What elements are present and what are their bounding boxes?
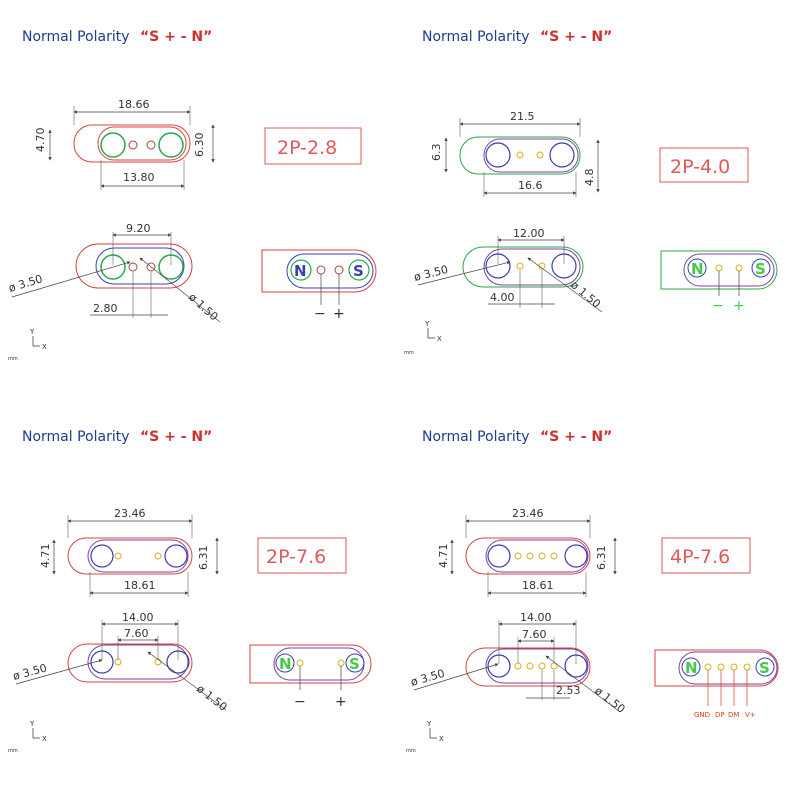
svg-text:X: X [42, 735, 47, 743]
dim-height2: 6.31 [595, 546, 608, 571]
panel-4p-7-6: Normal Polarity “S + - N” 23.46 4.71 6.3… [406, 429, 779, 754]
pin-view: N S − + [249, 644, 372, 710]
dim-height: 4.71 [437, 544, 450, 569]
dim-span2: 7.60 [124, 627, 149, 640]
panel-heading: Normal Polarity “S + - N” [422, 429, 612, 445]
dim-height: 4.70 [34, 128, 47, 153]
panel-2p-4-0: Normal Polarity “S + - N” 21.5 6.3 4.8 1… [404, 29, 778, 356]
dim-big-dia: ø 3.50 [7, 272, 44, 295]
dim-inner: 18.61 [124, 579, 156, 592]
pin-n-icon: N [294, 262, 307, 280]
dim-big-dia: ø 3.50 [11, 661, 48, 683]
pin-s-icon: S [353, 262, 364, 280]
sign-minus: − [294, 694, 306, 710]
top-view: 18.66 4.70 6.30 13.80 [34, 98, 215, 190]
axis-icon: Y X mm [404, 320, 442, 356]
model-label-box [659, 147, 749, 183]
dim-height: 4.71 [39, 544, 52, 569]
dim-length: 23.46 [512, 507, 544, 520]
dim-span2: 7.60 [522, 628, 547, 641]
dim-small-dia: ø 1.50 [194, 682, 229, 714]
dim-height2: 6.30 [193, 133, 206, 158]
model-label: 4P-7.6 [670, 546, 730, 568]
pin-n-icon: N [691, 260, 704, 278]
pin-name-gnd: GND [694, 711, 710, 719]
dim-span: 14.00 [520, 611, 552, 624]
model-label-box [661, 537, 751, 574]
bottom-view: 14.00 7.60 ø 3.50 ø 1.50 2.53 [409, 611, 627, 716]
panel-heading: Normal Polarity “S + - N” [22, 429, 212, 445]
model-label: 2P-2.8 [277, 137, 337, 159]
dim-height2: 6.31 [197, 546, 210, 571]
model-label-box [257, 537, 347, 574]
model-label: 2P-7.6 [266, 546, 326, 568]
svg-text:X: X [42, 343, 47, 351]
bottom-view: 12.00 ø 3.50 ø 1.50 4.00 [413, 227, 603, 313]
svg-text:Y: Y [29, 328, 35, 336]
panel-heading: Normal Polarity “S + - N” [422, 29, 612, 45]
svg-text:mm: mm [404, 350, 414, 356]
dim-inner: 16.6 [518, 179, 543, 192]
model-label: 2P-4.0 [670, 156, 730, 178]
dim-length: 21.5 [510, 110, 535, 123]
dim-inner: 18.61 [522, 579, 554, 592]
bottom-view: 9.20 ø 3.50 ø 1.50 2.80 [7, 222, 220, 323]
top-view: 21.5 6.3 4.8 16.6 [430, 110, 600, 197]
dim-length: 23.46 [114, 507, 146, 520]
pin-view: N S − + [261, 249, 377, 322]
top-view: 23.46 4.71 6.31 18.61 [39, 507, 219, 597]
dim-pitch: 2.80 [93, 302, 118, 315]
svg-text:mm: mm [406, 748, 416, 754]
axis-icon: Y X mm [8, 328, 47, 362]
svg-text:Y: Y [424, 320, 430, 328]
dim-span: 12.00 [513, 227, 545, 240]
pin-name-dp: DP [715, 711, 725, 719]
pin-s-icon: S [755, 260, 766, 278]
axis-icon: Y X mm [406, 720, 444, 754]
dim-pitch: 2.53 [556, 684, 581, 697]
dim-small-dia: ø 1.50 [568, 278, 603, 310]
svg-text:X: X [437, 335, 442, 343]
dim-height2: 4.8 [583, 169, 596, 187]
svg-text:Y: Y [29, 720, 35, 728]
model-label-box [264, 127, 362, 165]
sign-plus: + [733, 298, 745, 314]
sign-minus: − [712, 298, 724, 314]
panel-heading: Normal Polarity “S + - N” [22, 29, 212, 45]
pin-s-icon: S [759, 659, 770, 677]
svg-text:Y: Y [426, 720, 432, 728]
sign-plus: + [333, 306, 345, 322]
pin-view: N S − + [660, 250, 778, 314]
pin-view: N S GND DP DM V+ [654, 649, 779, 719]
sign-minus: − [314, 306, 326, 322]
pin-s-icon: S [349, 655, 360, 673]
pin-name-vplus: V+ [745, 711, 756, 719]
svg-text:mm: mm [8, 748, 18, 754]
svg-text:mm: mm [8, 356, 18, 362]
sign-plus: + [335, 694, 347, 710]
dim-span: 14.00 [122, 611, 154, 624]
dim-big-dia: ø 3.50 [413, 263, 450, 284]
dim-pitch: 4.00 [490, 291, 515, 304]
dim-inner: 13.80 [123, 171, 155, 184]
top-view: 23.46 4.71 6.31 18.61 [437, 507, 617, 597]
pin-n-icon: N [279, 655, 292, 673]
dim-height: 6.3 [430, 144, 443, 162]
pin-name-dm: DM [728, 711, 739, 719]
panel-2p-2-8: Normal Polarity “S + - N” 18.66 4.70 6.3… [7, 29, 377, 362]
dim-length: 18.66 [118, 98, 150, 111]
axis-icon: Y X mm [8, 720, 47, 754]
svg-text:X: X [439, 735, 444, 743]
panel-2p-7-6: Normal Polarity “S + - N” 23.46 4.71 6.3… [8, 429, 372, 754]
dim-small-dia: ø 1.50 [592, 684, 627, 716]
dim-small-dia: ø 1.50 [186, 291, 221, 324]
pin-n-icon: N [685, 659, 698, 677]
bottom-view: 14.00 7.60 ø 3.50 ø 1.50 [11, 611, 229, 714]
dim-span: 9.20 [126, 222, 151, 235]
